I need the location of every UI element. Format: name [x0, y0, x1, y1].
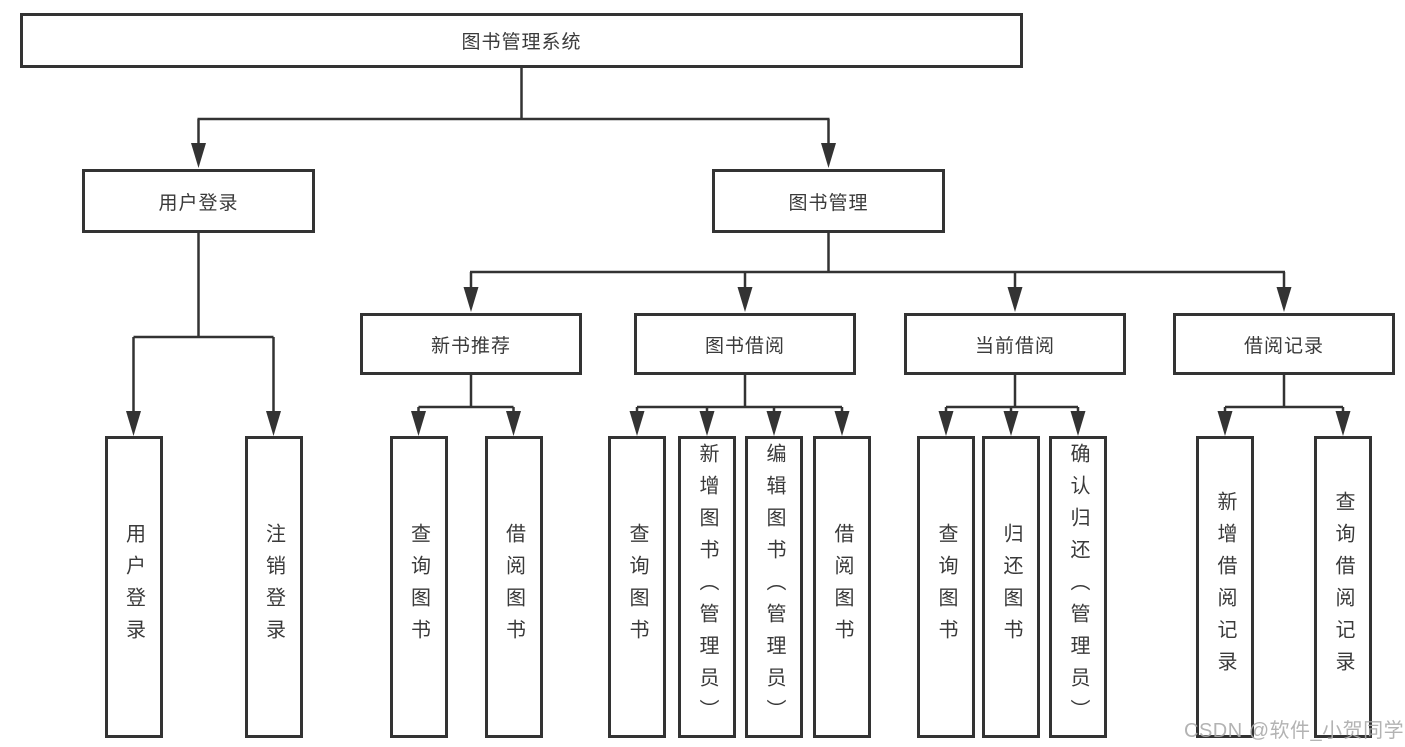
- node-book-borrow: 图书借阅: [634, 313, 856, 375]
- node-library-system: 图书管理系统: [20, 13, 1023, 68]
- node-borrow-records: 借阅记录: [1173, 313, 1395, 375]
- leaf-current-confirm-return-admin-label: 确认归还（管理员）: [1067, 443, 1089, 731]
- leaf-borrow-borrow-books-label: 借阅图书: [831, 523, 853, 651]
- leaf-records-query-record: 查询借阅记录: [1314, 436, 1372, 738]
- leaf-borrow-edit-books-admin: 编辑图书（管理员）: [745, 436, 803, 738]
- leaf-records-query-record-label: 查询借阅记录: [1332, 491, 1354, 683]
- leaf-current-query-books-label: 查询图书: [935, 523, 957, 651]
- leaf-newbook-query-books-label: 查询图书: [407, 523, 430, 651]
- leaf-records-add-record: 新增借阅记录: [1196, 436, 1254, 738]
- leaf-current-return-books: 归还图书: [982, 436, 1040, 738]
- leaf-borrow-query-books: 查询图书: [608, 436, 666, 738]
- leaf-user-login-label: 用户登录: [122, 523, 145, 651]
- leaf-current-return-books-label: 归还图书: [1000, 523, 1022, 651]
- leaf-borrow-borrow-books: 借阅图书: [813, 436, 871, 738]
- csdn-watermark: CSDN @软件_小贺同学: [1184, 720, 1405, 742]
- leaf-borrow-add-books-admin-label: 新增图书（管理员）: [696, 443, 718, 731]
- node-user-login: 用户登录: [82, 169, 315, 233]
- leaf-newbook-borrow-books: 借阅图书: [484, 436, 543, 738]
- leaf-borrow-add-books-admin: 新增图书（管理员）: [678, 436, 736, 738]
- leaf-current-query-books: 查询图书: [917, 436, 975, 738]
- leaf-logout: 注销登录: [244, 436, 303, 738]
- leaf-newbook-query-books: 查询图书: [389, 436, 448, 738]
- leaf-borrow-edit-books-admin-label: 编辑图书（管理员）: [763, 443, 785, 731]
- leaf-current-confirm-return-admin: 确认归还（管理员）: [1049, 436, 1107, 738]
- node-new-book-recommend: 新书推荐: [360, 313, 582, 375]
- leaf-records-add-record-label: 新增借阅记录: [1214, 491, 1236, 683]
- leaf-logout-label: 注销登录: [262, 523, 285, 651]
- leaf-borrow-query-books-label: 查询图书: [626, 523, 648, 651]
- node-current-borrow: 当前借阅: [904, 313, 1126, 375]
- leaf-newbook-borrow-books-label: 借阅图书: [502, 523, 525, 651]
- leaf-user-login: 用户登录: [104, 436, 163, 738]
- node-book-management: 图书管理: [712, 169, 945, 233]
- connector-lines: [132, 68, 1345, 416]
